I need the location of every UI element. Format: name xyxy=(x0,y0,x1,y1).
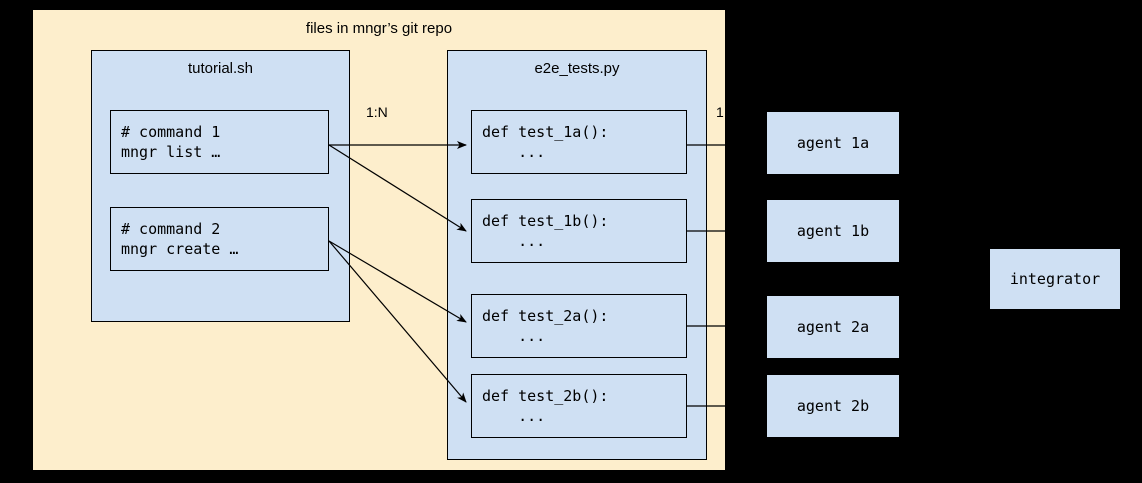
file-title-e2e-tests-py: e2e_tests.py xyxy=(534,60,620,77)
code-block-test-2a[interactable]: def test_2a(): ... xyxy=(471,294,687,358)
code-block-test-1b[interactable]: def test_1b(): ... xyxy=(471,199,687,263)
agent-label-agent-2b: agent 2b xyxy=(796,397,870,415)
code-text-test-1b: def test_1b(): ... xyxy=(482,212,609,250)
code-block-test-1a[interactable]: def test_1a(): ... xyxy=(471,110,687,174)
label-1n: 1:N xyxy=(366,104,388,120)
agent-box-agent-1a[interactable]: agent 1a xyxy=(767,112,899,174)
file-box-tutorial-sh[interactable]: tutorial.sh xyxy=(91,50,350,322)
code-block-test-2b[interactable]: def test_2b(): ... xyxy=(471,374,687,438)
repo-title: files in mngr’s git repo xyxy=(305,20,453,37)
code-text-test-2a: def test_2a(): ... xyxy=(482,307,609,345)
code-block-command-2[interactable]: # command 2 mngr create … xyxy=(110,207,329,271)
integrator-label: integrator xyxy=(1009,270,1101,288)
agent-label-agent-1b: agent 1b xyxy=(796,222,870,240)
agent-box-agent-2a[interactable]: agent 2a xyxy=(767,296,899,358)
code-text-command-2: # command 2 mngr create … xyxy=(121,220,239,258)
agent-label-agent-2a: agent 2a xyxy=(796,318,870,336)
agent-label-agent-1a: agent 1a xyxy=(796,134,870,152)
integrator-box[interactable]: integrator xyxy=(990,249,1120,309)
agent-box-agent-1b[interactable]: agent 1b xyxy=(767,200,899,262)
code-text-command-1: # command 1 mngr list … xyxy=(121,123,221,161)
file-title-tutorial-sh: tutorial.sh xyxy=(187,60,254,77)
code-text-test-2b: def test_2b(): ... xyxy=(482,387,609,425)
agent-box-agent-2b[interactable]: agent 2b xyxy=(767,375,899,437)
label-1-clipped: 1 xyxy=(716,104,724,120)
code-block-command-1[interactable]: # command 1 mngr list … xyxy=(110,110,329,174)
code-text-test-1a: def test_1a(): ... xyxy=(482,123,609,161)
